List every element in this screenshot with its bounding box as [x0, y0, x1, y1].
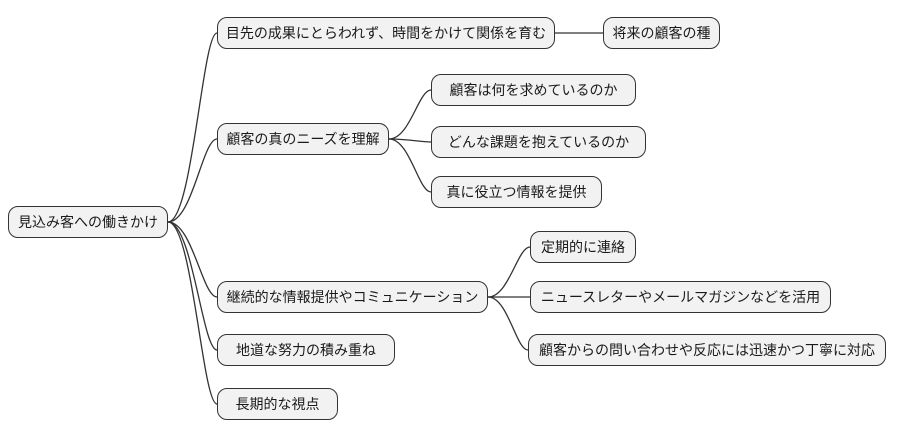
node-label: 真に役立つ情報を提供: [446, 184, 587, 200]
node-label: 継続的な情報提供やコミュニケーション: [226, 289, 479, 305]
node-label: 顧客は何を求めているのか: [449, 82, 618, 98]
edge-branch2-child1: [388, 89, 432, 140]
edge-branch3-child3: [487, 296, 529, 351]
mindmap-node-what-customers-want[interactable]: 顧客は何を求めているのか: [431, 74, 636, 106]
node-label: 顧客の真のニーズを理解: [226, 131, 380, 147]
mindmap-node-what-problems[interactable]: どんな課題を抱えているのか: [431, 126, 646, 158]
edge-root-branch3: [167, 221, 218, 298]
node-label: 将来の顧客の種: [612, 25, 711, 41]
edge-root-branch4: [167, 221, 218, 351]
node-label: 地道な努力の積み重ね: [236, 342, 376, 358]
mindmap-node-regular-contact[interactable]: 定期的に連絡: [530, 231, 636, 263]
mindmap-node-steady-effort[interactable]: 地道な努力の積み重ね: [217, 334, 395, 366]
mindmap-node-prompt-response[interactable]: 顧客からの問い合わせや反応には迅速かつ丁寧に対応: [528, 334, 886, 366]
mindmap-node-branch-relationship[interactable]: 目先の成果にとらわれず、時間をかけて関係を育む: [217, 17, 555, 49]
edge-branch2-child2: [388, 138, 432, 143]
edge-branch2-child3: [388, 138, 432, 193]
edge-root-branch1: [167, 32, 218, 223]
mindmap-node-understand-needs[interactable]: 顧客の真のニーズを理解: [217, 123, 389, 155]
mindmap-node-future-customer-seed[interactable]: 将来の顧客の種: [603, 17, 720, 49]
node-label: ニュースレターやメールマガジンなどを活用: [540, 289, 821, 305]
node-label: どんな課題を抱えているのか: [447, 134, 630, 150]
node-label: 長期的な視点: [235, 396, 320, 412]
edge-branch3-child1: [487, 246, 531, 298]
node-label: 目先の成果にとらわれず、時間をかけて関係を育む: [225, 25, 547, 41]
mindmap-node-continuous-communication[interactable]: 継続的な情報提供やコミュニケーション: [217, 281, 488, 313]
mindmap-node-useful-information[interactable]: 真に役立つ情報を提供: [431, 176, 602, 208]
edge-root-branch5: [167, 221, 218, 405]
node-label: 顧客からの問い合わせや反応には迅速かつ丁寧に対応: [539, 342, 875, 358]
node-label: 見込み客への働きかけ: [18, 214, 158, 230]
mindmap-node-long-term-view[interactable]: 長期的な視点: [217, 388, 338, 420]
edge-root-branch2: [167, 138, 218, 223]
node-label: 定期的に連絡: [541, 239, 625, 255]
mindmap-node-newsletter[interactable]: ニュースレターやメールマガジンなどを活用: [530, 281, 831, 313]
mindmap-node-root[interactable]: 見込み客への働きかけ: [8, 206, 168, 238]
